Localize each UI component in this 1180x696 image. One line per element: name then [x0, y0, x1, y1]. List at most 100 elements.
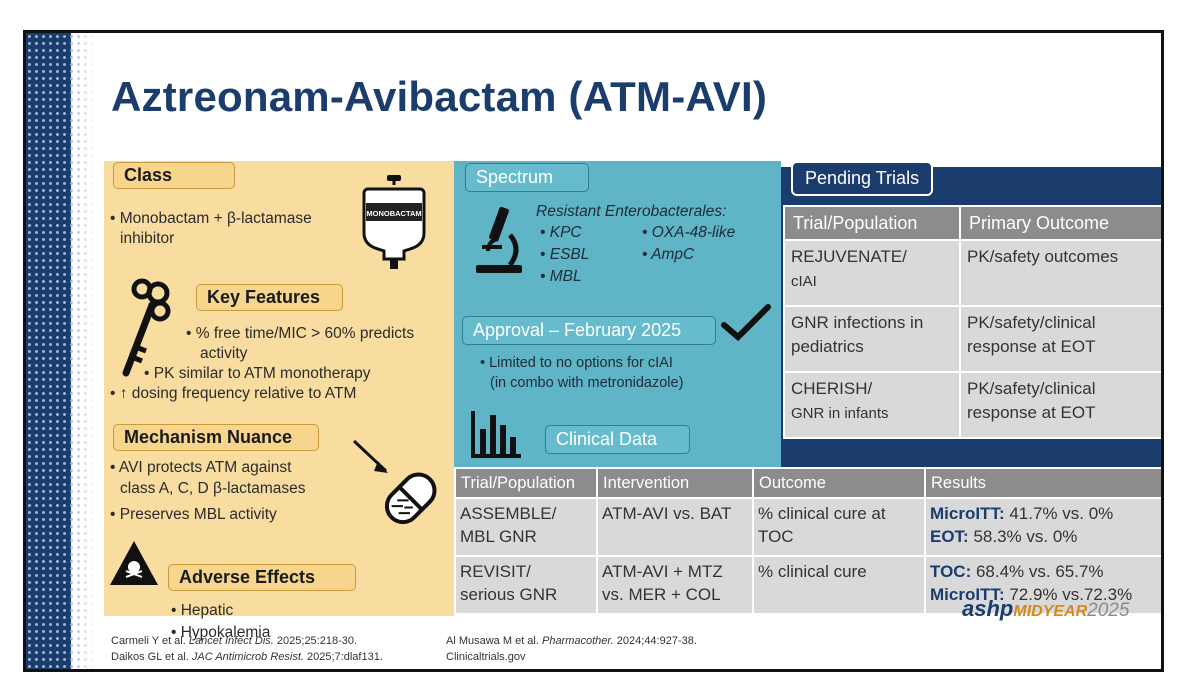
ref-citation: 2024;44:927-38. [613, 635, 697, 647]
logo-year: 2025 [1087, 600, 1130, 621]
clinical-data-table: Trial/Population Intervention Outcome Re… [454, 467, 1161, 615]
clinical-results-cell: TOC: 68.4% vs. 65.7% MicroITT: 72.9% vs.7… [924, 555, 1161, 615]
clinical-header-trial: Trial/Population [454, 467, 598, 499]
pending-trial-cell: REJUVENATE/cIAI [783, 239, 961, 307]
key-feature-1-cont: activity [200, 345, 248, 362]
result-value: 41.7% vs. 0% [1004, 504, 1114, 523]
pending-trial-cell: CHERISH/GNR in infants [783, 371, 961, 439]
class-label: Class [113, 162, 235, 189]
table-row: REJUVENATE/cIAI PK/safety outcomes [783, 239, 1161, 307]
class-bullet: • Monobactam + β-lactamase [110, 210, 312, 227]
left-panel: Class • Monobactam + β-lactamase inhibit… [104, 161, 454, 641]
key-feature-3: • ↑ dosing frequency relative to ATM [110, 385, 357, 402]
reference-3: Al Musawa M et al. Pharmacother. 2024;44… [446, 633, 697, 649]
approval-line-2: (in combo with metronidazole) [490, 375, 684, 391]
mechanism-label: Mechanism Nuance [113, 424, 319, 451]
spectrum-heading: Resistant Enterobacterales: [536, 203, 727, 220]
reference-4: Clinicaltrials.gov [446, 651, 526, 663]
trial-name: ASSEMBLE/ [460, 504, 557, 523]
table-row: CHERISH/GNR in infants PK/safety/clinica… [783, 371, 1161, 439]
ref-author: Carmeli Y et al. [111, 635, 189, 647]
trial-name: REJUVENATE/ [791, 247, 907, 266]
trial-population: pediatrics [791, 337, 864, 356]
result-label: MicroITT: [930, 585, 1005, 604]
iv-bag-icon: MONOBACTAM [362, 175, 426, 269]
hazard-skull-icon [110, 541, 158, 585]
spectrum-oxa48: • OXA-48-like [642, 224, 736, 241]
trial-name: REVISIT/ [460, 562, 531, 581]
outcome-line: PK/safety/clinical [967, 379, 1096, 398]
approval-line-1: • Limited to no options for cIAI [480, 355, 673, 371]
spectrum-label: Spectrum [465, 163, 589, 192]
spectrum-ampc: • AmpC [642, 246, 695, 263]
spectrum-kpc: • KPC [540, 224, 582, 241]
trial-population: serious GNR [460, 585, 558, 604]
outcome-line: response at EOT [967, 337, 1096, 356]
trial-name: CHERISH/ [791, 379, 873, 398]
dot-pattern [26, 33, 96, 669]
microscope-icon [476, 206, 522, 273]
key-feature-2: • PK similar to ATM monotherapy [144, 365, 371, 382]
ref-author: Daikos GL et al. [111, 651, 192, 663]
mechanism-item-2: • Preserves MBL activity [110, 506, 277, 523]
trial-name: GNR infections in [791, 313, 924, 332]
pending-outcome-cell: PK/safety/clinical response at EOT [959, 371, 1161, 439]
result-value: 72.9% vs.72.3% [1004, 585, 1133, 604]
ref-citation: 2025;25:218-30. [273, 635, 358, 647]
trial-population: cIAI [791, 273, 817, 290]
ref-journal: Lancet Infect Dis. [188, 635, 274, 647]
adverse-item-2: • Hypokalemia [171, 624, 271, 641]
clinical-header-intervention: Intervention [596, 467, 754, 499]
ref-journal: Pharmacother. [541, 635, 614, 647]
intervention-text: ATM-AVI + MTZ [602, 562, 723, 581]
outcome-line: PK/safety outcomes [967, 247, 1119, 266]
pending-header-outcome: Primary Outcome [959, 205, 1161, 241]
ref-citation: 2025;7:dlaf131. [303, 651, 383, 663]
trial-population: MBL GNR [460, 527, 537, 546]
clinical-data-label: Clinical Data [545, 425, 690, 454]
result-label: TOC: [930, 562, 972, 581]
intervention-text: ATM-AVI vs. BAT [602, 504, 732, 523]
result-value: 58.3% vs. 0% [968, 527, 1078, 546]
key-icon [122, 278, 171, 377]
spectrum-panel: Spectrum Resistant Enterobacterales: • K… [454, 161, 781, 467]
clinical-outcome-cell: % clinical cure [752, 555, 926, 615]
adverse-effects-label: Adverse Effects [168, 564, 356, 591]
spectrum-esbl: • ESBL [540, 246, 590, 263]
capsule-icon [352, 439, 437, 525]
approval-label: Approval – February 2025 [462, 316, 716, 345]
table-row: ASSEMBLE/MBL GNR ATM-AVI vs. BAT % clini… [454, 497, 1161, 557]
logo-midyear: MIDYEAR [1013, 603, 1088, 620]
spectrum-mbl: • MBL [540, 268, 582, 285]
class-bullet-cont: inhibitor [120, 230, 175, 247]
outcome-text: % clinical cure [758, 562, 867, 581]
pending-trial-cell: GNR infections in pediatrics [783, 305, 961, 373]
outcome-text: % clinical cure at [758, 504, 886, 523]
pending-outcome-cell: PK/safety/clinical response at EOT [959, 305, 1161, 373]
outcome-line: PK/safety/clinical [967, 313, 1096, 332]
mechanism-item-1: • AVI protects ATM against [110, 459, 292, 476]
slide: Aztreonam-Avibactam (ATM-AVI) Class • Mo… [23, 30, 1164, 672]
result-value: 68.4% vs. 65.7% [971, 562, 1104, 581]
checkmark-icon [721, 304, 771, 342]
clinical-outcome-cell: % clinical cure at TOC [752, 497, 926, 557]
reference-1: Carmeli Y et al. Lancet Infect Dis. 2025… [111, 633, 357, 649]
reference-2: Daikos GL et al. JAC Antimicrob Resist. … [111, 649, 383, 665]
clinical-intervention-cell: ATM-AVI + MTZ vs. MER + COL [596, 555, 754, 615]
outcome-text: TOC [758, 527, 794, 546]
adverse-item-1: • Hepatic [171, 602, 234, 619]
clinical-intervention-cell: ATM-AVI vs. BAT [596, 497, 754, 557]
clinical-header-results: Results [924, 467, 1161, 499]
clinical-results-cell: MicroITT: 41.7% vs. 0%EOT: 58.3% vs. 0% [924, 497, 1161, 557]
ashp-midyear-logo: ashpMIDYEAR2025 [962, 596, 1129, 622]
key-features-label: Key Features [196, 284, 343, 311]
outcome-line: response at EOT [967, 403, 1096, 422]
intervention-text: vs. MER + COL [602, 585, 721, 604]
ref-author: Al Musawa M et al. [446, 635, 542, 647]
table-row: REVISIT/serious GNR ATM-AVI + MTZ vs. MER… [454, 555, 1161, 615]
pending-header-trial: Trial/Population [783, 205, 961, 241]
trial-population: GNR in infants [791, 405, 889, 422]
logo-main: ashp [962, 596, 1014, 621]
pending-trials-table: Trial/Population Primary Outcome REJUVEN… [783, 205, 1161, 439]
slide-title: Aztreonam-Avibactam (ATM-AVI) [111, 73, 768, 120]
